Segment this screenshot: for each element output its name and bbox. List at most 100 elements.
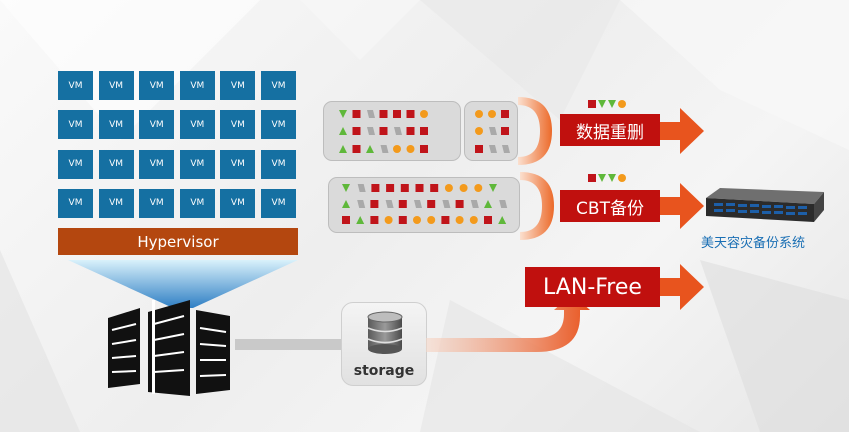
funnel-shape (68, 260, 298, 308)
vm-block: VM (220, 71, 256, 100)
data-block-symbol (488, 110, 496, 118)
vm-block: VM (179, 71, 215, 100)
data-block-symbol (367, 127, 375, 135)
data-block-symbol (379, 110, 388, 118)
database-icon (367, 311, 403, 354)
data-block-symbol (384, 216, 393, 224)
data-block-symbol (420, 110, 428, 118)
data-block-symbol (455, 216, 464, 224)
data-block-symbol (475, 145, 483, 153)
data-block-symbol (444, 184, 453, 192)
data-block-symbol (489, 145, 497, 153)
data-block-symbol (393, 110, 401, 118)
data-block-symbol (474, 184, 483, 192)
data-block-symbol (370, 200, 379, 208)
vm-block: VM (220, 188, 256, 218)
vm-block: VM (98, 71, 134, 100)
server-rack-icon (108, 300, 230, 396)
data-block-symbol (598, 174, 606, 182)
data-block-symbol (455, 200, 464, 208)
data-block-symbol (475, 127, 483, 135)
data-block-symbol (442, 200, 451, 208)
arrow-right-icon (660, 108, 704, 154)
hypervisor-bar: Hypervisor (58, 228, 298, 255)
data-block-symbol (427, 216, 436, 224)
vm-block: VM (58, 71, 93, 100)
data-block-symbol (598, 100, 606, 108)
vm-block: VM (179, 149, 215, 179)
vm-block: VM (98, 188, 134, 218)
cbt-label: CBT备份 (560, 190, 660, 222)
data-block-symbol (406, 127, 415, 135)
data-block-symbol (484, 200, 492, 208)
data-block-symbol (420, 145, 428, 153)
data-block-symbol (470, 200, 479, 208)
data-block-symbol (501, 110, 509, 118)
data-block-symbol (406, 110, 415, 118)
vm-block: VM (139, 110, 175, 140)
data-block-symbol (427, 200, 436, 208)
data-block-symbol (469, 216, 478, 224)
data-block-symbol (393, 145, 401, 153)
vm-block: VM (220, 149, 256, 179)
data-block-symbol (356, 216, 365, 224)
vm-block: VM (261, 188, 296, 218)
vm-block: VM (261, 110, 296, 140)
data-block-symbol (420, 127, 428, 135)
data-block-symbol (415, 184, 424, 192)
data-block-symbol (352, 110, 361, 118)
data-block-symbol (441, 216, 450, 224)
vm-block: VM (179, 110, 215, 140)
data-block-symbol (379, 127, 388, 135)
vm-block: VM (58, 149, 93, 179)
vm-block: VM (98, 110, 134, 140)
data-block-symbol (394, 127, 402, 135)
vm-block: VM (139, 188, 175, 218)
data-block-symbol (608, 100, 616, 108)
lanfree-label: LAN-Free (525, 267, 660, 307)
data-block-symbol (352, 145, 361, 153)
data-block-symbol (398, 200, 407, 208)
vm-block: VM (261, 71, 296, 100)
data-block-symbol (414, 200, 422, 208)
rack-appliance-icon (706, 188, 824, 222)
data-block-symbol (484, 216, 492, 224)
data-block-symbol (400, 184, 409, 192)
data-block-symbol (385, 200, 394, 208)
data-block-symbol (366, 145, 374, 153)
data-block-symbol (357, 184, 366, 192)
vm-block: VM (139, 149, 175, 179)
data-block-symbol (498, 216, 507, 224)
data-block-symbol (339, 145, 347, 153)
data-block-symbol (370, 216, 379, 224)
vm-block: VM (58, 188, 93, 218)
data-block-symbol (499, 200, 508, 208)
data-block-symbol (371, 184, 380, 192)
storage-node: storage (341, 302, 427, 386)
data-block-symbol (342, 184, 350, 192)
storage-label: storage (353, 363, 415, 379)
data-block-symbol (608, 174, 616, 182)
data-block-symbol (459, 184, 468, 192)
data-block-symbol (413, 216, 421, 224)
data-block-symbol (502, 145, 510, 153)
data-block-symbol (430, 184, 439, 192)
vm-block: VM (139, 71, 175, 100)
vm-block: VM (179, 188, 215, 218)
dedup-bracket (518, 97, 552, 165)
data-block-symbol (367, 110, 375, 118)
data-block-symbol (588, 100, 596, 108)
arrow-right-icon (660, 183, 704, 229)
data-block-symbol (618, 174, 626, 182)
data-block-symbol (339, 127, 347, 135)
data-block-symbol (406, 145, 415, 153)
data-block-symbol (618, 100, 626, 108)
data-block-symbol (475, 110, 483, 118)
data-block-symbol (357, 200, 366, 208)
vm-block: VM (261, 149, 296, 179)
connector-line (235, 339, 345, 350)
data-block-symbol (489, 184, 497, 192)
data-block-symbol (352, 127, 361, 135)
